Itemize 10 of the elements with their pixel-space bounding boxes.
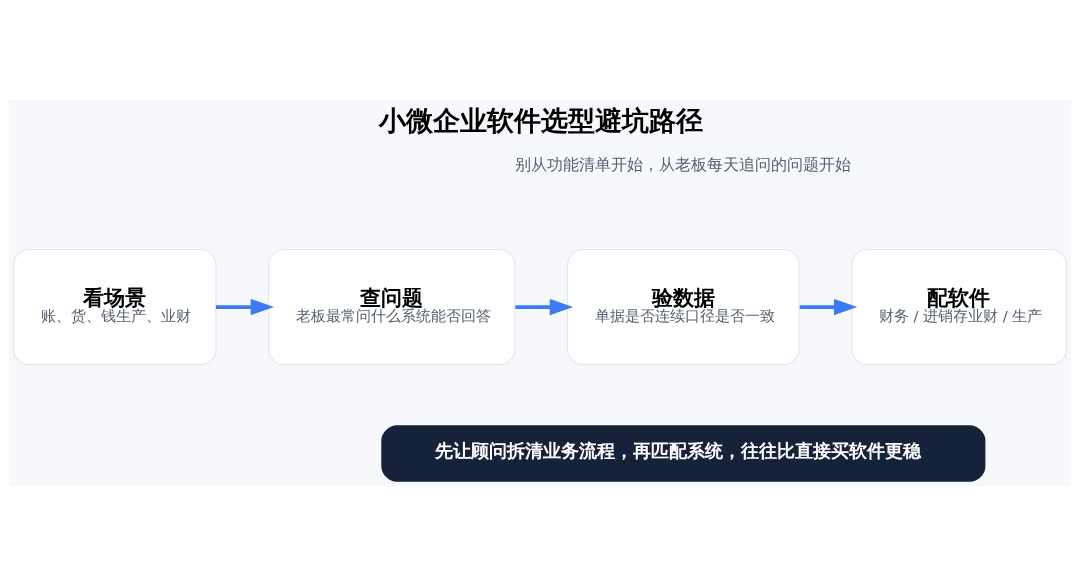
arrow [515,298,574,316]
node-box: 看场景 账、货、钱生产、业财 [13,248,217,366]
node-box: 先让顾问拆清业务流程，再匹配系统，往往比直接买软件更稳 [381,425,986,482]
node-box: 验数据 单据是否连续口径是否一致 [566,248,800,366]
label: 别从功能清单开始，从老板每天追问的问题开始 [515,155,852,175]
arrow [799,298,858,316]
arrow [215,298,275,316]
diagram-title: 小微企业软件选型避坑路径 [379,105,704,137]
node-box: 配软件 财务 / 进销存业财 / 生产 [851,248,1067,366]
node-box: 查问题 老板最常问什么系统能否回答 [267,248,516,366]
